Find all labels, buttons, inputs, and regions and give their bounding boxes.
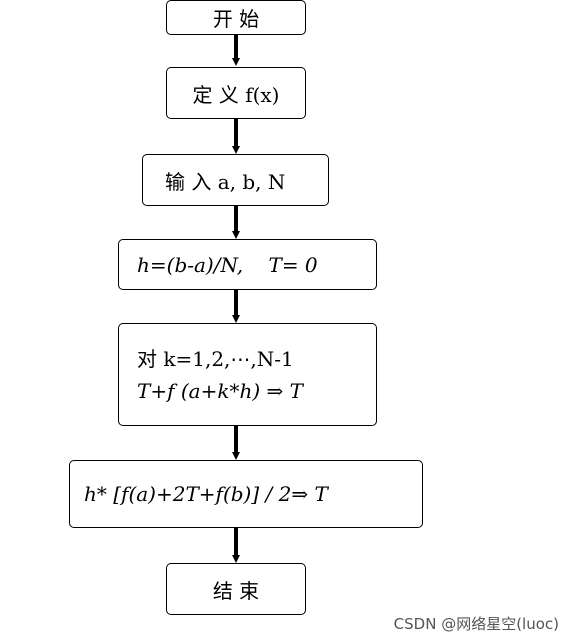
define-node: 定 义 f(x) bbox=[166, 67, 306, 119]
init-node: h=(b-a)/N, T= 0 bbox=[118, 239, 377, 290]
watermark: CSDN @网络星空(luoc) bbox=[393, 615, 559, 633]
result-node: h* [f(a)+2T+f(b)] / 2⇒ T bbox=[69, 460, 423, 528]
init-label: h=(b-a)/N, T= 0 bbox=[137, 252, 318, 277]
input-label: 输 入 a, b, N bbox=[165, 169, 286, 194]
end-node: 结 束 bbox=[166, 563, 306, 615]
loop-line-1: 对 k=1,2,⋯,N-1 bbox=[137, 346, 294, 371]
define-label: 定 义 f(x) bbox=[192, 82, 280, 107]
start-label: 开 始 bbox=[212, 7, 260, 31]
loop-line-2: T+f (a+k*h) ⇒ T bbox=[137, 378, 303, 403]
input-node: 输 入 a, b, N bbox=[142, 154, 329, 206]
loop-node: 对 k=1,2,⋯,N-1 T+f (a+k*h) ⇒ T bbox=[118, 323, 377, 426]
start-node: 开 始 bbox=[166, 0, 306, 35]
end-label: 结 束 bbox=[212, 578, 260, 603]
result-label: h* [f(a)+2T+f(b)] / 2⇒ T bbox=[84, 482, 328, 506]
